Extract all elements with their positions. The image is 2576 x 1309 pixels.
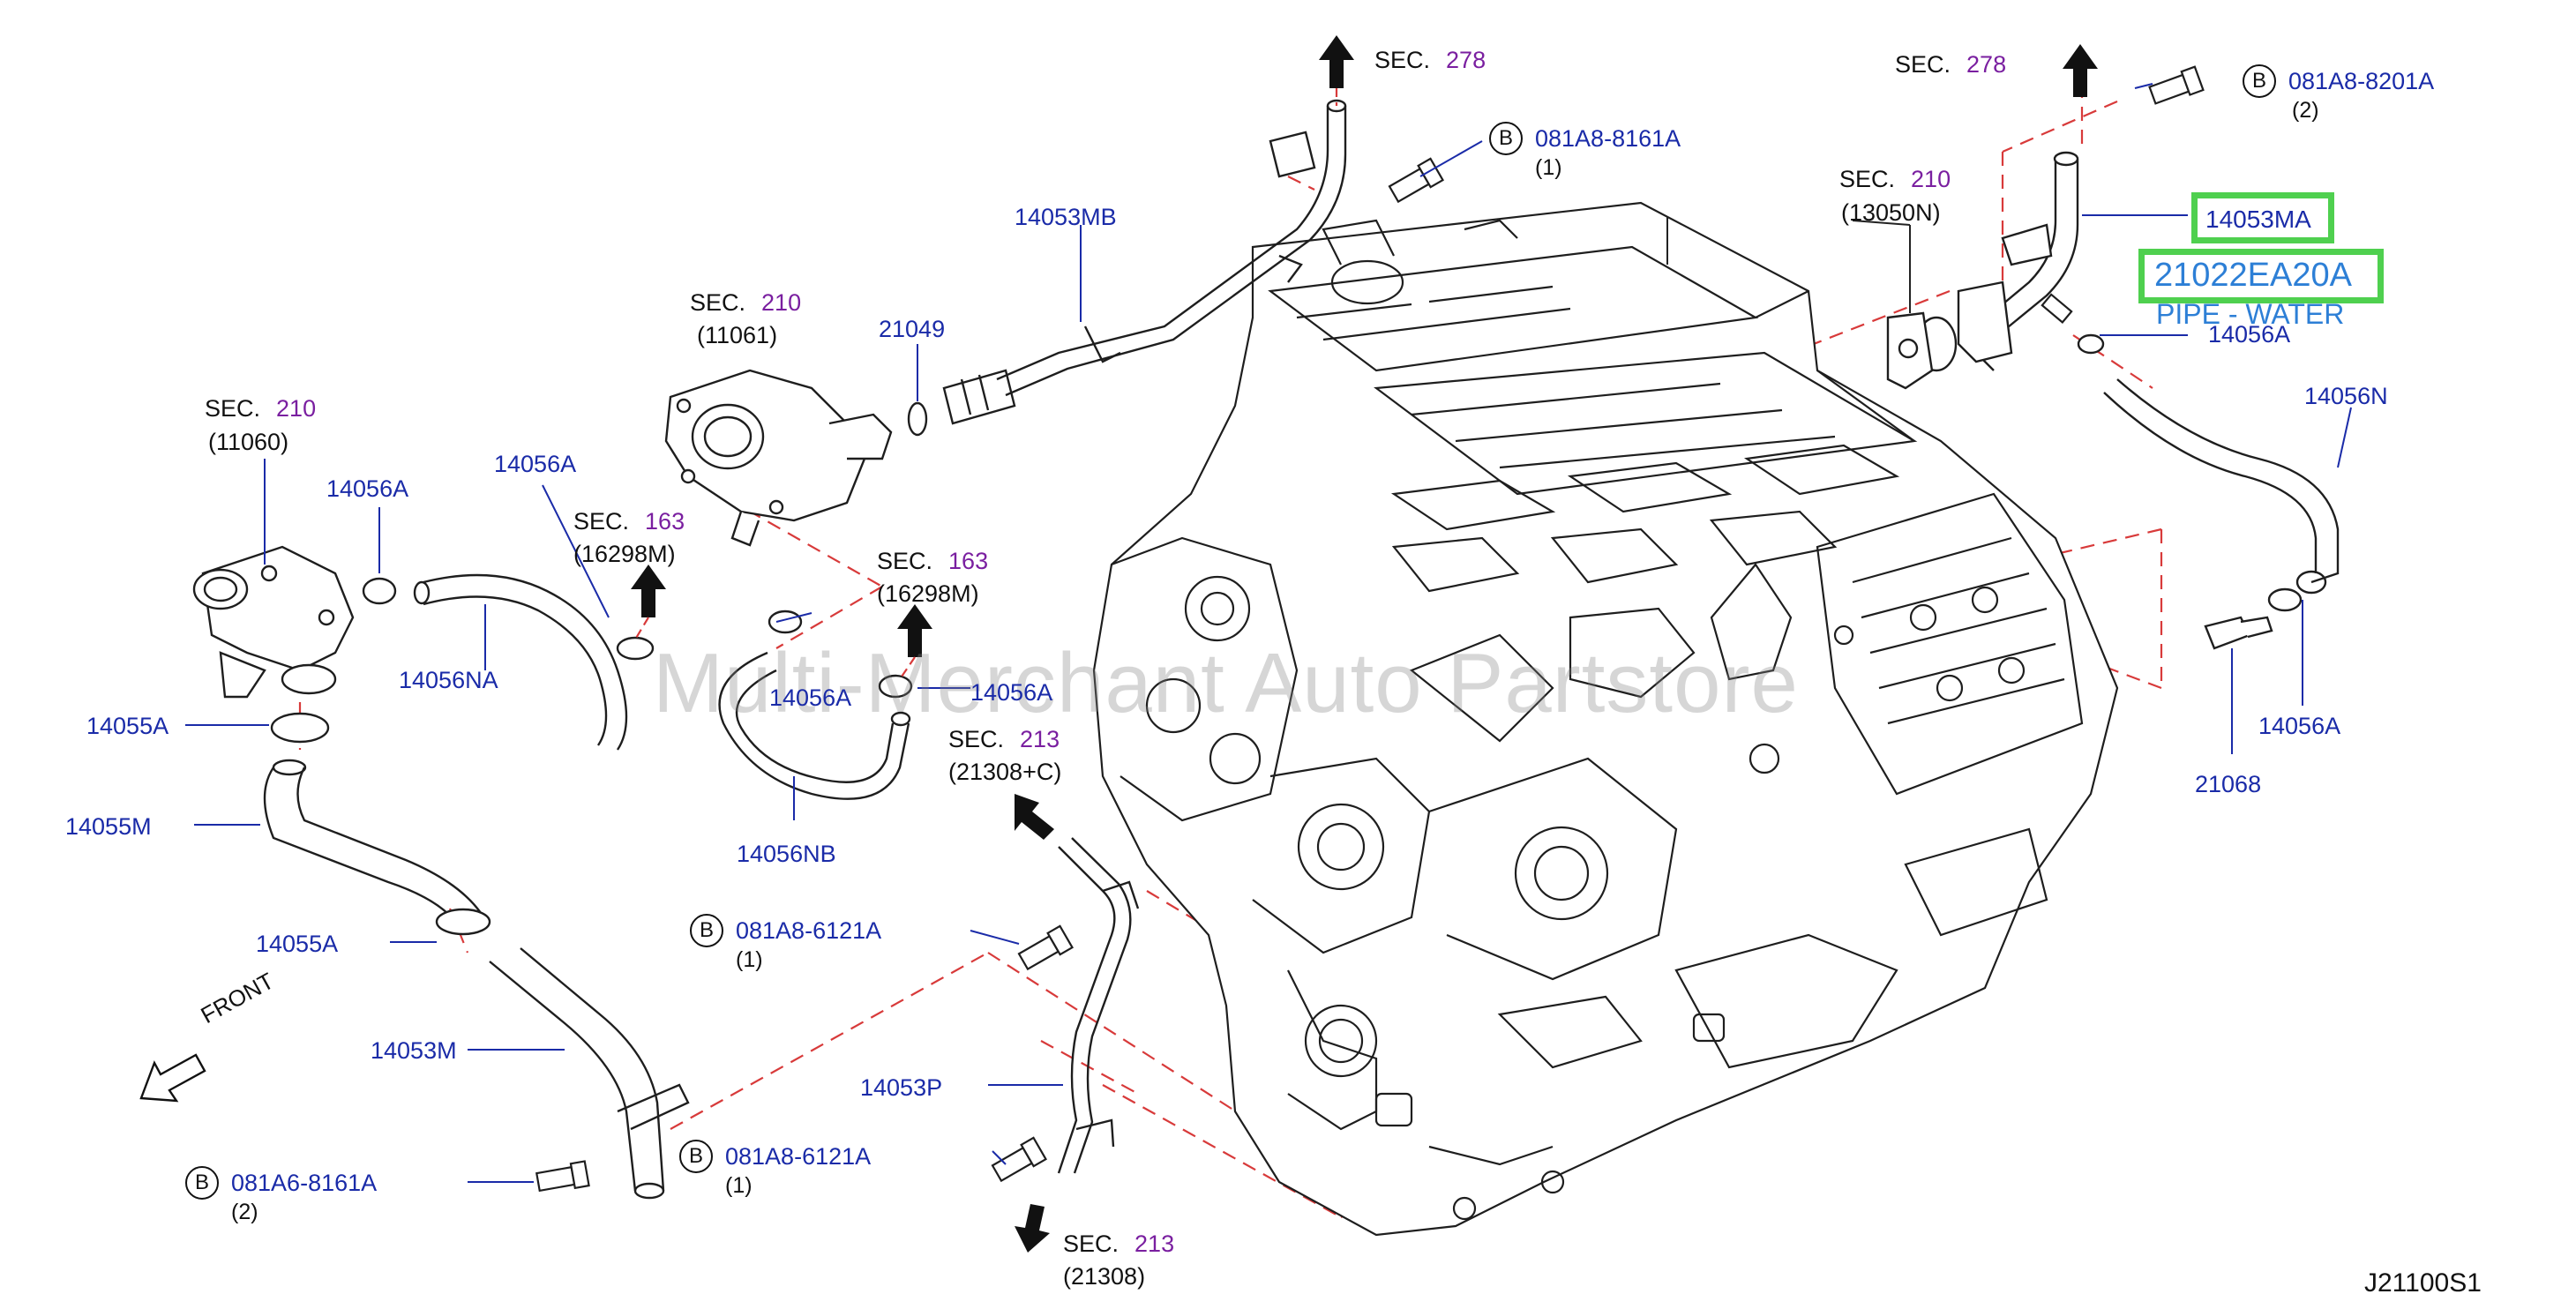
o-ring-21049: [907, 401, 928, 437]
sec-213-lower-sub: (21308): [1063, 1263, 1146, 1290]
water-inlet: [664, 369, 893, 547]
bolt-qty: (1): [1535, 155, 1562, 180]
sec-278-right[interactable]: SEC.278: [1895, 51, 2007, 78]
clamps-14055a: [270, 712, 491, 936]
hose-14056n: [2103, 378, 2340, 595]
sec-163-left[interactable]: SEC.163: [573, 508, 685, 535]
bolt-qty: (2): [231, 1200, 258, 1224]
pipe-14053mb: [942, 99, 1347, 425]
bolt-circle: B: [1489, 122, 1523, 155]
part-description: PIPE - WATER: [2156, 298, 2345, 330]
bleeder-21068: [2204, 616, 2273, 650]
arrow-tails: [634, 88, 1338, 680]
sec-210-thermostat-sub: (11060): [208, 429, 289, 455]
watermark-text: Multi-Merchant Auto Partstore: [653, 636, 1799, 730]
bolt-circle: B: [690, 914, 723, 947]
part-label-14056a[interactable]: 14056A: [326, 475, 409, 502]
leader-lines: [185, 83, 2352, 1183]
part-label-14056a[interactable]: 14056A: [2258, 713, 2341, 739]
sec-210-inlet-sub: (11061): [697, 322, 778, 348]
part-label-14056na[interactable]: 14056NA: [399, 667, 498, 693]
thermostat-housing: [192, 545, 355, 699]
part-label-14056nb[interactable]: 14056NB: [737, 841, 836, 867]
part-label-14056a[interactable]: 14056A: [494, 451, 577, 477]
leader-lines-black: [1666, 216, 1911, 313]
bolt-qty: (2): [2292, 98, 2319, 123]
bolt-circle: B: [679, 1140, 713, 1173]
highlighted-part-number[interactable]: 14053MA: [2205, 206, 2311, 233]
sec-163-right[interactable]: SEC.163: [877, 548, 989, 574]
sec-163-right-sub: (16298M): [877, 580, 979, 607]
sec-210-thermostat[interactable]: SEC.210: [205, 395, 317, 422]
clamp-14056a-right: [2077, 333, 2303, 612]
bolt-circle: B: [185, 1166, 219, 1200]
sec-213-upper[interactable]: SEC.213: [948, 726, 1060, 752]
part-label-14053p[interactable]: 14053P: [860, 1074, 943, 1101]
sec-213-upper-sub: (21308+C): [948, 759, 1062, 785]
sec-163-left-sub: (16298M): [573, 541, 676, 567]
sec-210-gasket[interactable]: SEC.210: [1839, 166, 1951, 192]
part-label-21068[interactable]: 21068: [2195, 771, 2262, 797]
gasket-13050n: [1886, 311, 1934, 390]
highlight-box-part-number: [2191, 192, 2334, 243]
oem-part-number[interactable]: 21022EA20A: [2154, 257, 2352, 294]
bolt-circle: B: [2243, 64, 2276, 98]
bolt-qty: (1): [725, 1173, 753, 1198]
hose-14056na: [413, 573, 628, 751]
drawing-code: J21100S1: [2364, 1268, 2482, 1298]
part-label-14055m[interactable]: 14055M: [65, 813, 152, 840]
bolts: [535, 65, 2205, 1193]
direction-arrows: [631, 35, 2098, 1253]
part-label-14056a[interactable]: 14056A: [769, 684, 852, 711]
highlight-box-oem-number: [2138, 249, 2384, 303]
sec-278-top[interactable]: SEC.278: [1374, 47, 1486, 73]
bolt-qty: (1): [736, 947, 763, 972]
part-label-14053m[interactable]: 14053M: [371, 1037, 457, 1064]
part-label-14056n[interactable]: 14056N: [2304, 383, 2388, 409]
part-label-14055a[interactable]: 14055A: [256, 931, 339, 957]
pipe-14053m: [489, 947, 690, 1200]
front-arrow: [139, 1053, 206, 1103]
clamps-14056a-middle: [362, 577, 913, 699]
sec-210-inlet[interactable]: SEC.210: [690, 289, 802, 316]
part-label-14056a[interactable]: 14056A: [970, 679, 1053, 706]
sec-210-gasket-sub: (13050N): [1841, 199, 1941, 226]
sec-213-lower[interactable]: SEC.213: [1063, 1230, 1175, 1257]
part-label-14053mb[interactable]: 14053MB: [1015, 204, 1117, 230]
hose-14055m: [263, 759, 482, 927]
part-label-14056a[interactable]: 14056A: [2208, 321, 2291, 348]
part-label-14055a[interactable]: 14055A: [86, 713, 169, 739]
pipe-14053p: [1057, 837, 1140, 1174]
engine-block: [1092, 201, 2119, 1237]
hose-14056nb: [718, 651, 911, 800]
part-label-21049[interactable]: 21049: [879, 316, 946, 342]
